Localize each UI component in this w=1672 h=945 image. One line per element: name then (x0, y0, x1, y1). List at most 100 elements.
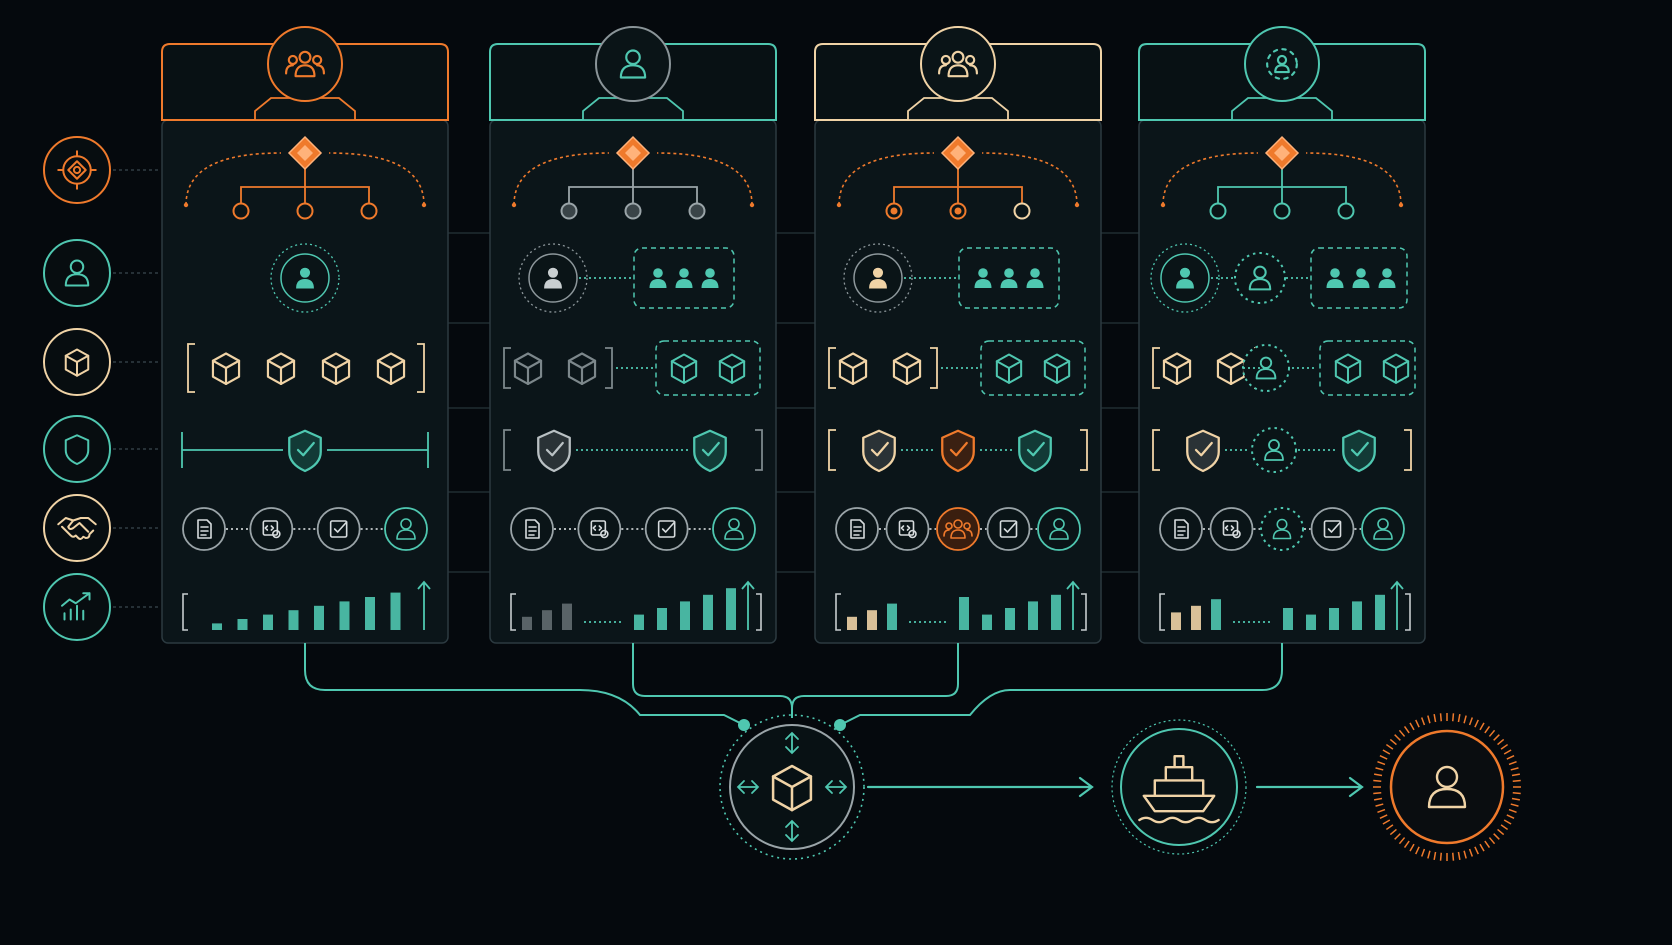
ray (1389, 828, 1397, 836)
cube-icon (718, 353, 746, 384)
row-icon-cube-icon (43, 328, 111, 396)
person-icon (869, 267, 887, 289)
ray (1427, 715, 1431, 724)
ray (1415, 719, 1420, 728)
ray (1497, 738, 1505, 746)
growth-bar (887, 603, 897, 630)
user-node (843, 243, 913, 313)
user-icon (1049, 518, 1069, 540)
hub-node (719, 714, 865, 860)
cube-icon (670, 353, 698, 384)
growth-bar (959, 597, 969, 630)
growth-bar (657, 608, 667, 630)
ray (1479, 843, 1485, 852)
hierarchy-node (232, 202, 250, 220)
header-avatar (595, 26, 671, 102)
person-icon (649, 268, 667, 288)
person-icon (1176, 267, 1194, 289)
growth-bar (1329, 608, 1339, 630)
checkbox-icon (999, 520, 1018, 538)
shield-check-icon (1186, 429, 1220, 473)
row-icon-handshake-icon (43, 494, 111, 562)
ray (1500, 824, 1509, 831)
cube-icon (1043, 353, 1071, 384)
growth-bar (680, 601, 690, 630)
ray (1385, 824, 1394, 831)
ray (1508, 808, 1517, 814)
process-step (885, 507, 930, 551)
hierarchy-lines (240, 167, 370, 203)
process-step (1310, 507, 1355, 551)
process-step (384, 507, 428, 551)
shield-check-icon (1342, 429, 1376, 473)
process-step (1159, 507, 1203, 551)
row-icon-target-node-icon (43, 136, 111, 204)
user-icon (1248, 265, 1272, 291)
bar-bracket (835, 593, 841, 631)
group-box (1310, 247, 1408, 309)
code-settings-icon (262, 520, 281, 539)
column-b (489, 26, 777, 644)
bracket-left (1152, 347, 1160, 389)
team-icon (943, 519, 973, 539)
target-node-icon (57, 150, 97, 190)
arc-end (1398, 202, 1404, 208)
arc-end (836, 202, 842, 208)
user-icon (1427, 765, 1467, 809)
ray (1415, 846, 1420, 855)
ray (1375, 767, 1384, 771)
user-node (1150, 243, 1220, 313)
network-node (1251, 427, 1297, 473)
header-pedestal (582, 97, 684, 121)
user-icon (1373, 518, 1393, 540)
hierarchy-node (688, 202, 706, 220)
ray (1497, 828, 1505, 836)
network-node (1234, 252, 1286, 304)
growth-bar (1283, 608, 1293, 630)
row-icon-growth-chart-icon (43, 573, 111, 641)
bracket-right (930, 347, 938, 389)
ray (1373, 779, 1382, 782)
growth-arrow (741, 580, 755, 630)
header-avatar (267, 26, 343, 102)
cube-icon (266, 352, 296, 386)
cube-icon (567, 352, 597, 386)
person-icon (1000, 268, 1018, 288)
ray (1379, 755, 1388, 760)
code-settings-icon (1222, 520, 1241, 539)
growth-bar (867, 610, 877, 630)
ray (1488, 837, 1496, 845)
person-icon (1352, 268, 1370, 288)
ray (1506, 755, 1515, 760)
process-step (936, 507, 980, 551)
ray (1463, 850, 1467, 859)
user-icon (724, 518, 744, 540)
ray (1385, 743, 1394, 750)
shield-check-icon (941, 429, 975, 473)
user-icon (1264, 439, 1284, 461)
growth-arrow (417, 580, 431, 630)
ray (1503, 749, 1512, 755)
cube-icon (211, 352, 241, 386)
ray (1452, 713, 1455, 722)
cube-icon (1162, 352, 1192, 386)
hierarchy-node (1013, 202, 1031, 220)
column-connector (632, 643, 793, 718)
hierarchy-node (560, 202, 578, 220)
growth-bar (288, 610, 299, 630)
arc-end (183, 202, 189, 208)
shield-check-icon (288, 429, 322, 473)
ray (1511, 773, 1521, 777)
arrow-icon (736, 780, 760, 794)
handshake-icon (57, 517, 97, 540)
arc-end (1160, 202, 1166, 208)
node-core (890, 207, 898, 215)
bracket-right (605, 347, 613, 389)
group-box (655, 340, 761, 396)
flow-arrow (1255, 776, 1364, 798)
document-icon (197, 519, 212, 539)
bracket-right (755, 429, 763, 471)
ray (1420, 848, 1426, 857)
user-node (270, 243, 340, 313)
